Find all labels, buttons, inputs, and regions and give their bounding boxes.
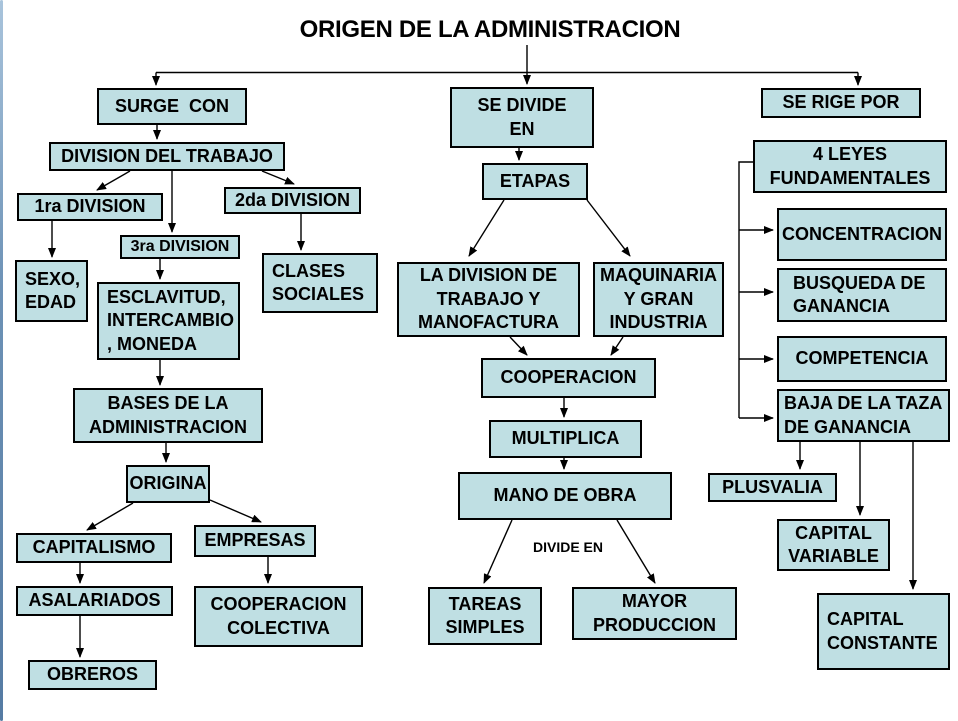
edge-label-divide-en: DIVIDE EN [532,539,603,555]
node-asalariados: ASALARIADOS [16,586,173,616]
node-baja-taza-ganancia: BAJA DE LA TAZA DE GANANCIA [777,389,950,442]
node-cooperacion: COOPERACION [481,358,656,398]
node-origina: ORIGINA [126,465,210,503]
node-mano-de-obra: MANO DE OBRA [458,472,672,520]
node-clases-sociales: CLASES SOCIALES [262,253,378,313]
node-capital-constante: CAPITAL CONSTANTE [817,593,950,670]
slide-edge-line [0,0,3,721]
node-3ra-division: 3ra DIVISION [120,235,240,259]
node-plusvalia: PLUSVALIA [708,473,837,502]
node-busqueda-ganancia: BUSQUEDA DE GANANCIA [777,268,947,322]
node-tareas-simples: TAREAS SIMPLES [428,587,542,645]
node-etapas: ETAPAS [482,163,588,200]
node-4-leyes-fundamentales: 4 LEYES FUNDAMENTALES [753,140,947,193]
node-sexo-edad: SEXO, EDAD [15,260,88,322]
node-cooperacion-colectiva: COOPERACION COLECTIVA [194,586,363,647]
node-division-trabajo-manofactura: LA DIVISION DE TRABAJO Y MANOFACTURA [397,262,580,337]
node-mayor-produccion: MAYOR PRODUCCION [572,587,737,640]
node-2da-division: 2da DIVISION [224,187,361,214]
node-bases-administracion: BASES DE LA ADMINISTRACION [73,388,263,443]
node-division-del-trabajo: DIVISION DEL TRABAJO [49,142,285,171]
node-capitalismo: CAPITALISMO [16,533,172,563]
node-se-rige-por: SE RIGE POR [761,88,921,118]
node-1ra-division: 1ra DIVISION [17,193,163,221]
node-se-divide-en: SE DIVIDE EN [450,87,594,148]
node-concentracion: CONCENTRACION [777,208,947,261]
page-title: ORIGEN DE LA ADMINISTRACION [299,16,681,43]
node-capital-variable: CAPITAL VARIABLE [777,519,890,571]
node-multiplica: MULTIPLICA [489,420,642,458]
node-competencia: COMPETENCIA [777,336,947,382]
node-maquinaria-gran-industria: MAQUINARIA Y GRAN INDUSTRIA [593,262,724,337]
node-surge-con: SURGE CON [97,88,247,125]
node-empresas: EMPRESAS [194,525,316,557]
node-esclavitud: ESCLAVITUD, INTERCAMBIO , MONEDA [97,282,240,360]
node-obreros: OBREROS [28,660,157,690]
